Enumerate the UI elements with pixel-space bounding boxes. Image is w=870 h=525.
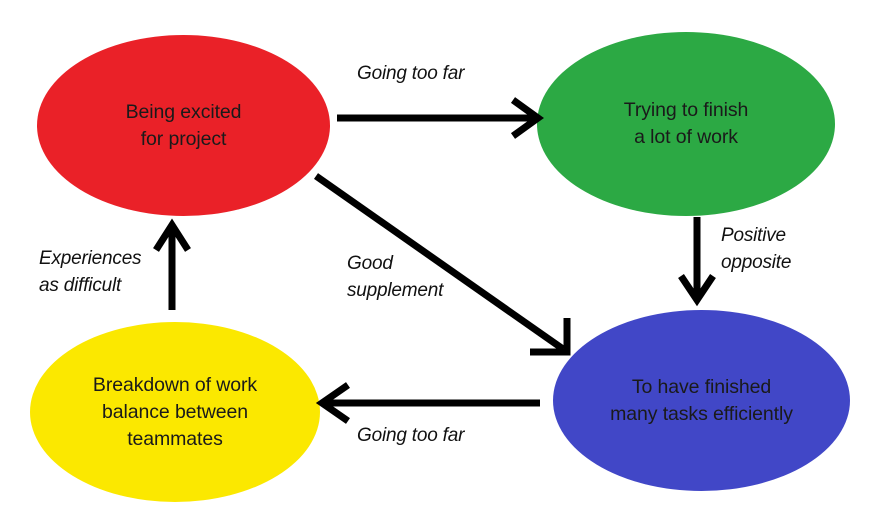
node-label-breakdown-of-work: Breakdown of work balance between teamma… bbox=[92, 373, 258, 450]
edge-label-good-supplement: Good supplement bbox=[347, 253, 444, 301]
node-label-being-excited: Being excited for project bbox=[125, 100, 242, 150]
node-trying-to-finish[interactable]: Trying to finish a lot of work bbox=[537, 32, 835, 216]
arrow-green-to-blue bbox=[678, 217, 716, 307]
node-breakdown-of-work[interactable]: Breakdown of work balance between teamma… bbox=[30, 322, 320, 502]
edge-label-going-too-far-bottom: Going too far bbox=[357, 425, 465, 446]
edge-label-going-too-far-top: Going too far bbox=[357, 63, 465, 84]
edge-label-positive-opposite: Positive opposite bbox=[721, 225, 792, 273]
node-label-trying-to-finish: Trying to finish a lot of work bbox=[623, 99, 749, 148]
node-being-excited[interactable]: Being excited for project bbox=[37, 35, 330, 216]
arrow-yellow-to-red bbox=[153, 218, 191, 310]
edge-label-experiences-as-difficult: Experiences as difficult bbox=[39, 248, 142, 296]
node-to-have-finished[interactable]: To have finished many tasks efficiently bbox=[553, 310, 850, 491]
node-label-to-have-finished: To have finished many tasks efficiently bbox=[610, 375, 793, 425]
arrow-red-to-green bbox=[337, 97, 544, 139]
arrow-blue-to-yellow bbox=[315, 382, 540, 424]
